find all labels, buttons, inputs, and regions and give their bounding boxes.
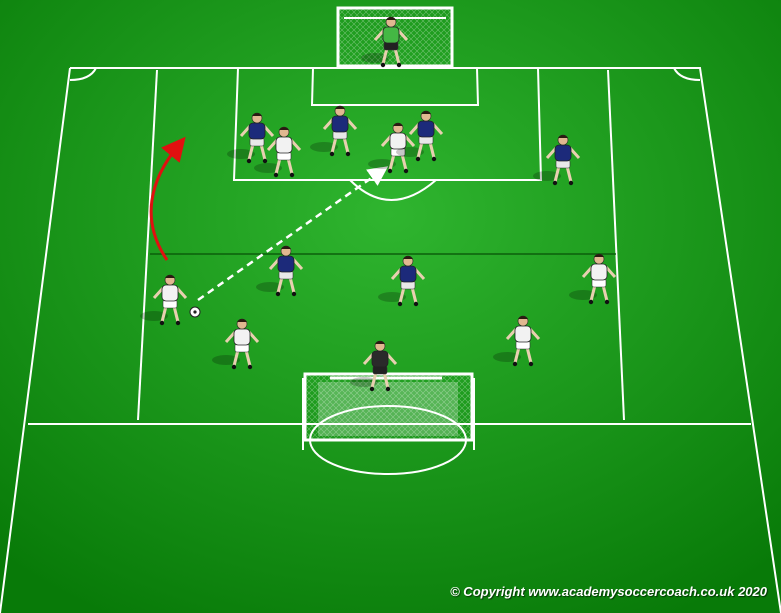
- white-player-3: [212, 318, 260, 370]
- white-player-5: [493, 315, 541, 367]
- pass-arrow: [197, 166, 389, 302]
- blue-player-3: [396, 110, 444, 162]
- blue-player-6: [378, 255, 426, 307]
- goalkeeper-bottom: [350, 340, 398, 392]
- six-yard-box: [310, 67, 480, 106]
- blue-player-4: [533, 134, 581, 186]
- blue-player-1: [227, 112, 275, 164]
- white-player-2: [368, 122, 416, 174]
- ball: [189, 306, 201, 318]
- right-channel-line: [607, 69, 625, 421]
- touchline: [0, 67, 781, 613]
- white-player-1: [254, 126, 302, 178]
- blue-player-5: [256, 245, 304, 297]
- copyright-text: © Copyright www.academysoccercoach.co.uk…: [450, 584, 767, 599]
- left-channel-line: [137, 69, 158, 421]
- corner-arc-right: [673, 67, 701, 81]
- blue-player-2: [310, 105, 358, 157]
- white-player-ball: [140, 274, 188, 326]
- run-arrow: [149, 136, 186, 261]
- players: [140, 16, 617, 392]
- goalkeeper-top: [361, 16, 409, 68]
- corner-arc-left: [69, 67, 97, 81]
- white-player-4: [569, 253, 617, 305]
